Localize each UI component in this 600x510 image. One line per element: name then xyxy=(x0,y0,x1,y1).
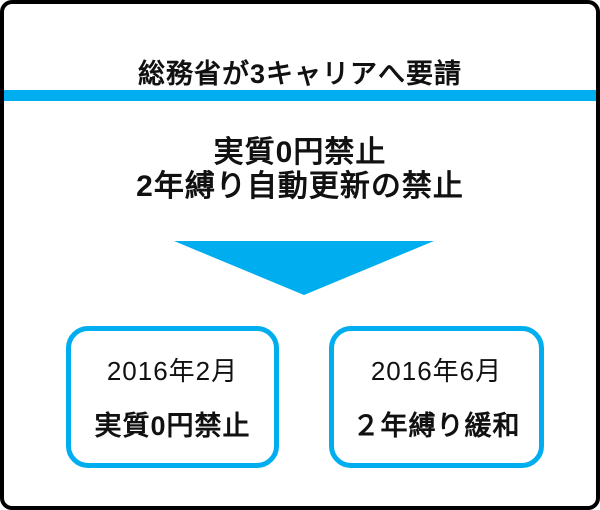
accent-divider xyxy=(4,90,596,101)
result-box-june: 2016年6月 ２年縛り緩和 xyxy=(329,326,544,468)
main-heading: 実質0円禁止 2年縛り自動更新の禁止 xyxy=(4,136,596,204)
result-box-feb-label: 実質0円禁止 xyxy=(94,411,251,441)
main-heading-line1: 実質0円禁止 xyxy=(213,136,387,169)
page-title: 総務省が3キャリアへ要請 xyxy=(137,59,462,89)
result-box-june-date: 2016年6月 xyxy=(370,356,503,386)
result-box-feb-date: 2016年2月 xyxy=(106,356,239,386)
down-arrow-icon xyxy=(174,241,434,295)
main-heading-line2: 2年縛り自動更新の禁止 xyxy=(136,170,464,203)
result-box-feb: 2016年2月 実質0円禁止 xyxy=(66,326,279,468)
result-box-june-label: ２年縛り緩和 xyxy=(352,411,521,441)
